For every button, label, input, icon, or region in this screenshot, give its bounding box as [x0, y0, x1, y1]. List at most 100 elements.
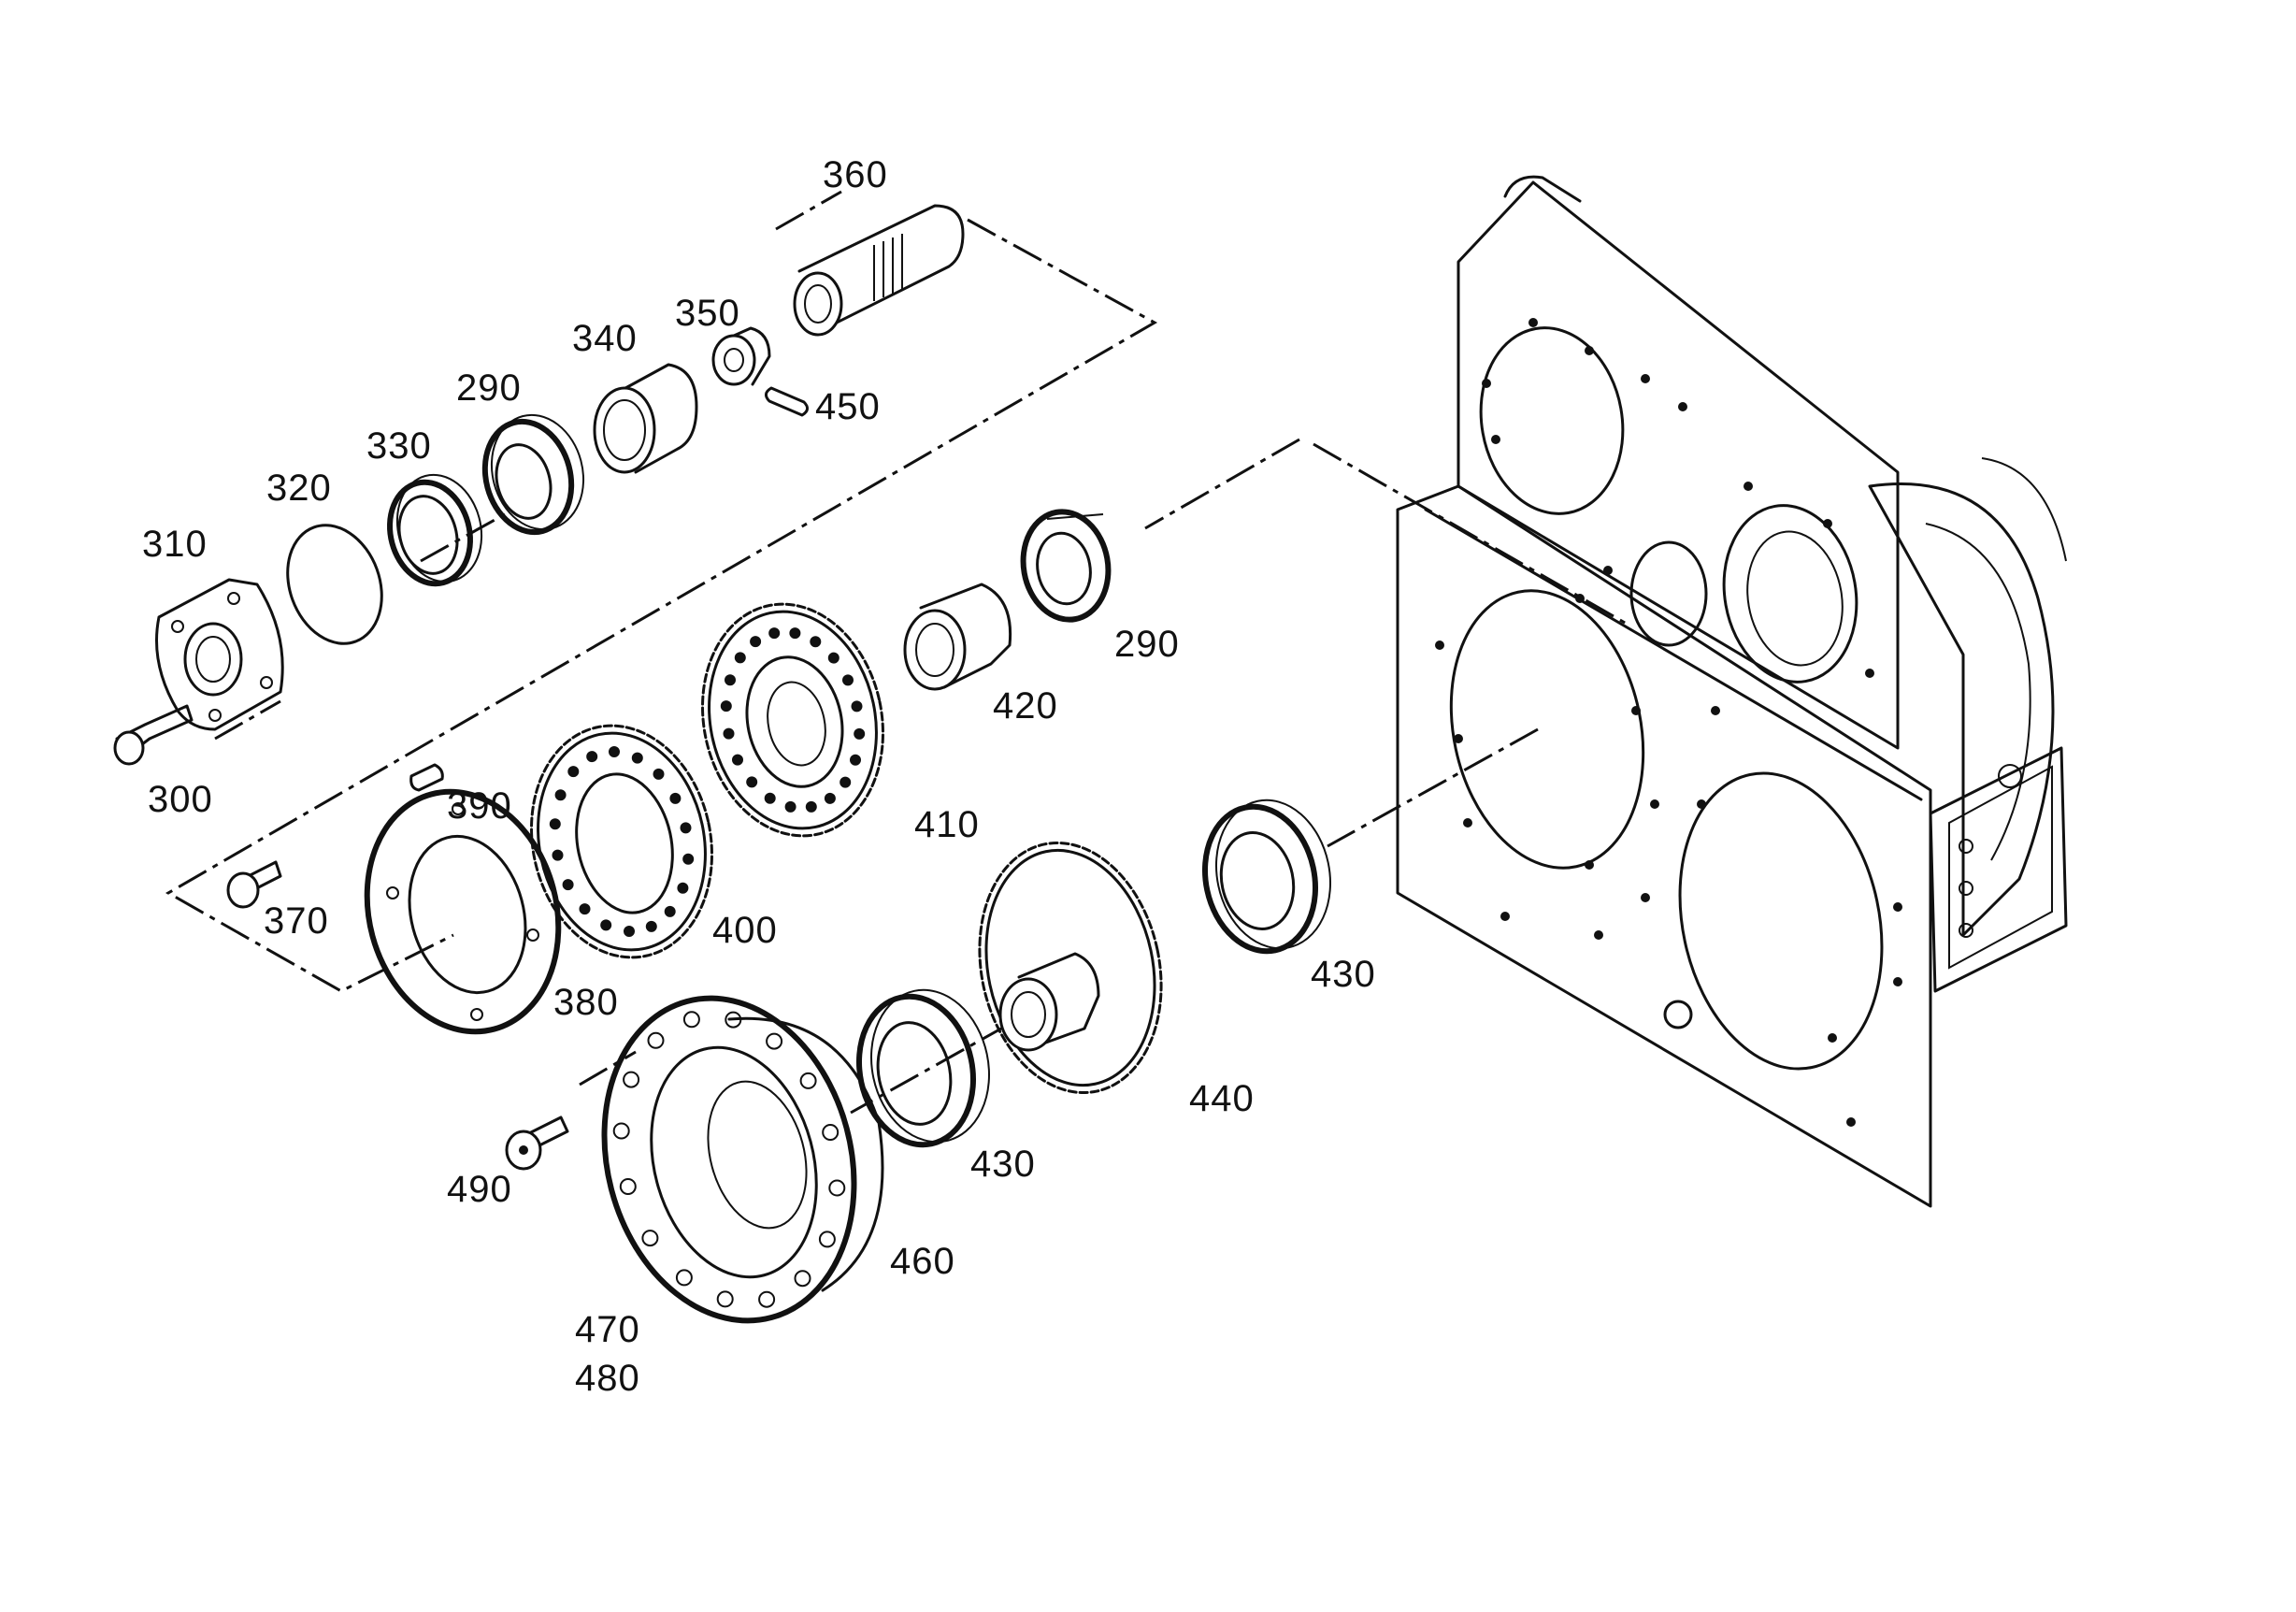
label-400: 400 [712, 910, 778, 951]
hole [680, 822, 692, 834]
hole [631, 752, 643, 764]
label-290-middle: 290 [1114, 624, 1180, 665]
hole [723, 727, 735, 740]
hole [600, 919, 612, 931]
hole [818, 1231, 836, 1248]
label-340: 340 [572, 318, 638, 359]
part-450-pin [765, 386, 809, 417]
hole [609, 746, 620, 757]
hole [669, 792, 682, 804]
label-380: 380 [553, 982, 619, 1023]
hole [768, 627, 781, 640]
hole [766, 1032, 783, 1050]
label-460: 460 [890, 1241, 955, 1282]
hole [623, 1071, 640, 1088]
part-390-pin [409, 763, 444, 792]
hole [562, 879, 574, 891]
label-330: 330 [366, 425, 432, 467]
hole [758, 1290, 776, 1308]
part-440-gear-shaft [978, 841, 1163, 1095]
hole [612, 1122, 630, 1140]
hole [641, 1230, 659, 1247]
hole [675, 1269, 693, 1287]
hole [750, 636, 762, 648]
label-310: 310 [142, 524, 208, 565]
hole [677, 882, 689, 894]
label-440: 440 [1189, 1078, 1255, 1119]
hole [725, 674, 736, 686]
hole [647, 1031, 665, 1049]
hole [799, 1072, 817, 1089]
label-360: 360 [823, 154, 888, 195]
part-300-bolt [113, 704, 194, 766]
part-320-o-ring [286, 524, 383, 645]
part-290-bearing-top [481, 413, 585, 536]
hole [805, 800, 817, 813]
part-430-bearing-lower [855, 988, 990, 1148]
label-430-lower: 430 [970, 1144, 1036, 1185]
hole [653, 768, 665, 780]
label-490: 490 [447, 1169, 512, 1210]
hole [850, 754, 861, 766]
part-330-seal [387, 473, 483, 587]
hole [732, 754, 743, 766]
hole [851, 700, 863, 712]
hole [842, 674, 854, 686]
hole [746, 776, 758, 788]
part-number-labels: 360 350 340 450 290 330 320 310 300 290 … [142, 154, 1376, 1399]
label-300: 300 [148, 779, 213, 820]
label-410: 410 [914, 804, 980, 845]
hole [552, 849, 564, 861]
label-450: 450 [815, 386, 881, 427]
assembly-axis-lines [165, 190, 1632, 1115]
hole [764, 792, 776, 804]
gearbox-housing [1396, 175, 2068, 1208]
part-380-flange [364, 788, 562, 1035]
hole [828, 1179, 846, 1197]
part-340-sleeve [593, 363, 698, 474]
part-470-480-flange-housing [601, 995, 884, 1324]
hole [854, 727, 866, 740]
hole [824, 792, 836, 804]
hole [794, 1270, 811, 1288]
hole [645, 920, 657, 932]
part-360-shaft [793, 204, 965, 337]
part-350-small-gear [711, 326, 771, 386]
hole [682, 1011, 700, 1029]
hole [789, 627, 801, 640]
part-420-spacer [903, 583, 1012, 691]
hole [549, 818, 561, 830]
hole [579, 903, 591, 915]
part-310-cover [155, 578, 284, 731]
part-410-large-gear [701, 602, 884, 838]
label-420: 420 [993, 685, 1058, 727]
hole [682, 853, 695, 865]
hole [554, 789, 567, 801]
hole [664, 905, 676, 917]
label-290-top: 290 [456, 367, 522, 409]
hole [734, 652, 746, 664]
label-320: 320 [266, 468, 332, 509]
hole [720, 700, 732, 712]
label-350: 350 [675, 293, 740, 334]
hole [784, 800, 796, 813]
hole [586, 751, 598, 763]
part-430-bearing-right [1201, 799, 1332, 955]
label-430-right: 430 [1311, 954, 1376, 995]
label-480: 480 [575, 1358, 640, 1399]
hole [827, 652, 839, 664]
part-370-bolt [226, 860, 282, 909]
part-490-bolt [505, 1115, 569, 1171]
hole [619, 1178, 637, 1195]
hole [716, 1290, 734, 1308]
label-370: 370 [264, 900, 329, 942]
label-470: 470 [575, 1309, 640, 1350]
hole [822, 1124, 839, 1141]
hole [839, 776, 852, 788]
hole [725, 1011, 742, 1029]
hole [810, 636, 822, 648]
part-400-gear-ring [530, 724, 713, 959]
part-290-bearing-middle [1020, 509, 1112, 623]
